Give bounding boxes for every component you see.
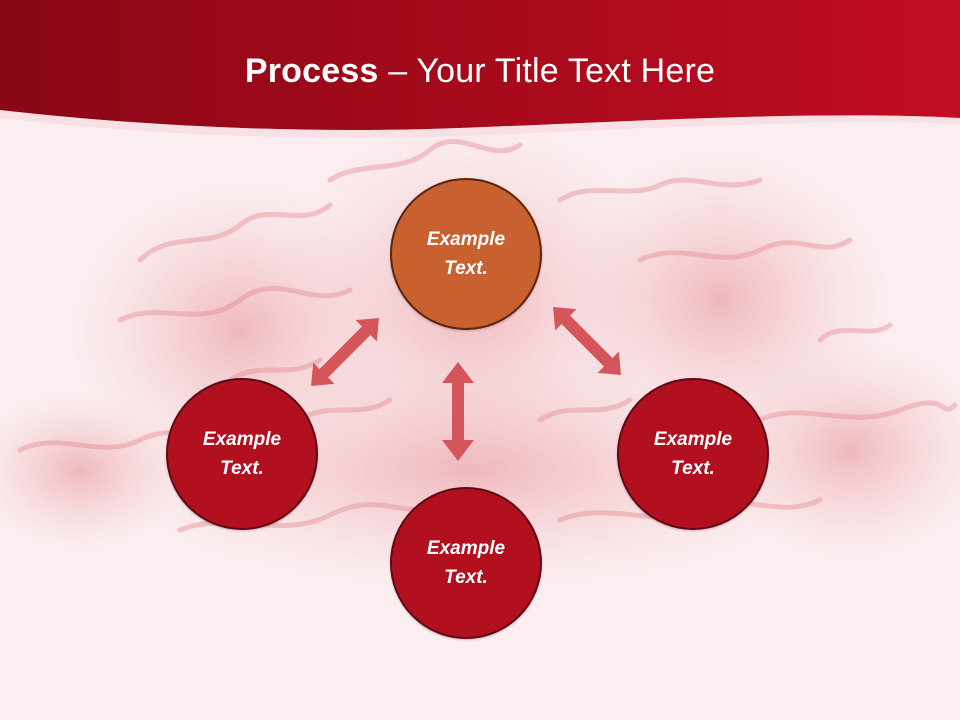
- node-bottom-label: Example Text.: [426, 538, 506, 588]
- background-strands: [17, 138, 958, 533]
- node-left: Example Text.: [166, 378, 318, 530]
- title-bold: Process: [244, 52, 379, 90]
- node-left-label: Example Text.: [202, 429, 282, 479]
- node-right-label: Example Text.: [653, 429, 733, 479]
- title-rest: – Your Title Text Here: [378, 52, 716, 90]
- header-band: [0, 0, 960, 130]
- slide-title: Process – Your Title Text Here: [0, 52, 960, 91]
- node-top: Example Text.: [390, 178, 542, 330]
- node-bottom: Example Text.: [390, 487, 542, 639]
- node-top-label: Example Text.: [426, 229, 506, 279]
- node-right: Example Text.: [617, 378, 769, 530]
